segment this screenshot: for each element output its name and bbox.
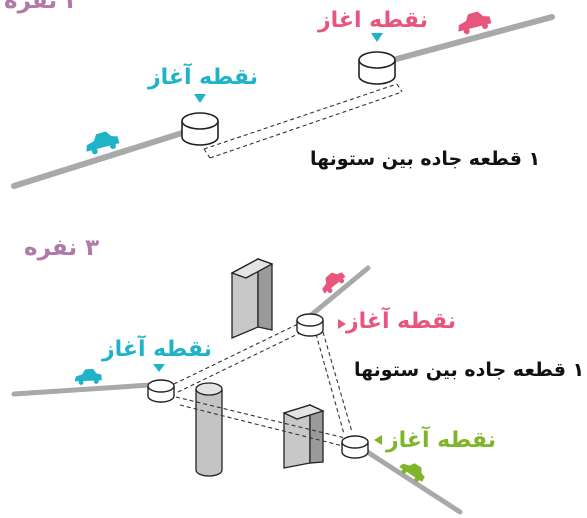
pillar-cyan-bottom — [147, 379, 175, 403]
pillar-pink-top — [358, 51, 396, 85]
start-label-cyan-bottom: نقطه آغاز — [102, 337, 213, 362]
car-cyan-top-icon — [86, 131, 120, 155]
start-label-pink-top: نقطه اغاز — [318, 8, 429, 33]
arrow-green-bottom — [374, 435, 382, 445]
car-pink-bottom-icon — [322, 272, 346, 294]
building-box-front — [282, 403, 325, 469]
segment-label-top: ۱ قطعه جاده بین ستونها — [310, 148, 541, 170]
arrow-cyan-bottom — [153, 364, 165, 372]
start-label-pink-bottom: نقطه آغاز — [346, 309, 457, 334]
top-panel-drawing — [11, 11, 555, 189]
pillar-cyan-top — [181, 112, 219, 146]
arrow-pink-top — [371, 33, 383, 42]
heading-two-player: ۲ نفره — [4, 0, 80, 14]
road-green-bottom — [349, 439, 463, 515]
car-pink-top-icon — [458, 11, 492, 35]
heading-three-player: ۳ نفره — [24, 235, 100, 261]
bottom-panel-drawing — [11, 257, 463, 515]
road-segments-dashed-bottom — [173, 323, 353, 447]
road-pink-bottom — [307, 265, 371, 319]
road-pink-top — [375, 14, 555, 67]
pillar-pink-bottom — [296, 313, 324, 337]
pillar-green-bottom — [341, 435, 369, 459]
road-segment-dashed-top — [203, 83, 403, 159]
arrow-cyan-top — [194, 94, 206, 103]
start-label-green-bottom: نقطه آغاز — [386, 428, 497, 453]
road-cyan-bottom — [11, 382, 153, 397]
building-tall-back — [230, 257, 274, 339]
start-label-cyan-top: نقطه آغاز — [148, 65, 259, 90]
road-cyan-top — [11, 125, 201, 189]
car-cyan-bottom-icon — [74, 368, 102, 385]
arrow-pink-bottom — [338, 319, 346, 329]
segment-label-bottom: ۱ قطعه جاده بین ستونها — [354, 359, 585, 381]
car-green-bottom-icon — [399, 463, 425, 483]
building-cylinder — [195, 382, 223, 477]
